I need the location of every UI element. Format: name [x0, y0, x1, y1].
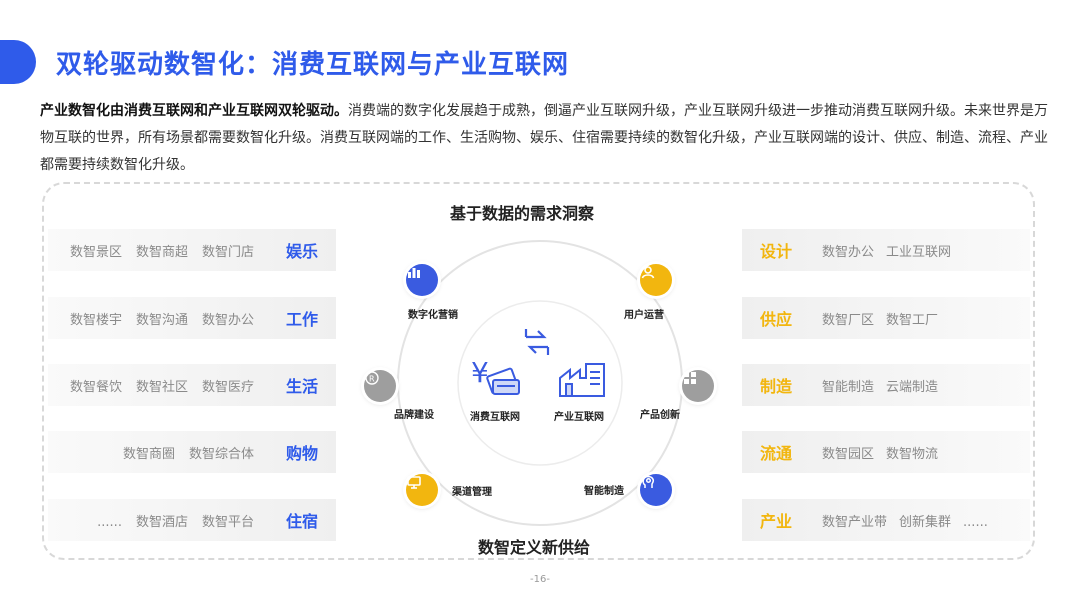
row-item: 数智沟通 — [135, 312, 188, 328]
diagram-frame — [42, 182, 1035, 560]
node-label-channel-management: 渠道管理 — [452, 487, 492, 498]
right-row-industry: 产业 数智产业带创新集群...... — [742, 499, 1030, 541]
row-item: 数智平台 — [201, 514, 254, 530]
exchange-arrows-icon — [524, 329, 550, 355]
right-row-category: 供应 — [760, 310, 793, 329]
row-item: ...... — [97, 514, 122, 530]
intro-paragraph: 产业数智化由消费互联网和产业互联网双轮驱动。消费端的数字化发展趋于成熟，倒逼产业… — [40, 98, 1050, 179]
left-row-lodging: ...... 数智酒店数智平台 住宿 — [48, 499, 336, 541]
left-row-shopping: 数智商圈数智综合体 购物 — [48, 431, 336, 473]
diagram-top-title: 基于数据的需求洞察 — [450, 204, 595, 223]
user-icon — [640, 264, 672, 296]
node-label-digital-marketing: 数字化营销 — [408, 310, 458, 321]
page-title: 双轮驱动数智化：消费互联网与产业互联网 — [56, 50, 570, 80]
row-item: 数智楼宇 — [69, 312, 122, 328]
center-label-industrial-internet: 产业互联网 — [554, 412, 604, 423]
smart-head-icon — [640, 474, 672, 506]
node-label-brand-building: 品牌建设 — [394, 410, 434, 421]
center-label-consumer-internet: 消费互联网 — [470, 412, 520, 423]
row-item: 数智园区 — [822, 446, 875, 462]
row-item: 工业互联网 — [886, 244, 952, 260]
row-item: 数智办公 — [201, 312, 254, 328]
row-item: 创新集群 — [899, 514, 952, 530]
right-row-design: 设计 数智办公工业互联网 — [742, 229, 1030, 271]
factory-icon — [559, 363, 605, 397]
row-item: 数智酒店 — [135, 514, 188, 530]
intro-lead: 产业数智化由消费互联网和产业互联网双轮驱动。 — [40, 103, 348, 119]
diagram-bottom-title: 数智定义新供给 — [478, 538, 591, 557]
node-label-user-operation: 用户运营 — [624, 310, 664, 321]
row-item: 数智医疗 — [201, 379, 254, 395]
title-accent-tab — [0, 40, 36, 84]
grid-apps-icon — [682, 370, 714, 402]
row-item: 数智餐饮 — [69, 379, 122, 395]
right-row-category: 设计 — [760, 242, 793, 261]
row-item: 数智办公 — [822, 244, 875, 260]
row-item: 数智产业带 — [822, 514, 888, 530]
intro-body: 消费端的数字化发展趋于成熟，倒逼产业互联网升级，产业互联网升级进一步推动消费互联… — [40, 103, 1048, 173]
left-row-category: 娱乐 — [285, 242, 318, 261]
row-item: 数智景区 — [69, 244, 122, 260]
left-row-work: 数智楼宇数智沟通数智办公 工作 — [48, 297, 336, 339]
svg-text:¥: ¥ — [471, 356, 489, 389]
monitor-icon — [406, 474, 438, 506]
row-item: ...... — [963, 514, 988, 530]
left-row-category: 住宿 — [285, 512, 318, 531]
registered-brand-icon: R — [364, 370, 396, 402]
row-item: 数智门店 — [201, 244, 254, 260]
row-item: 数智商圈 — [122, 446, 175, 462]
row-item: 数智社区 — [135, 379, 188, 395]
left-row-category: 工作 — [285, 310, 318, 329]
payment-card-icon: ¥ — [471, 356, 520, 395]
row-item: 数智厂区 — [822, 312, 875, 328]
row-item: 智能制造 — [822, 379, 875, 395]
row-item: 云端制造 — [886, 379, 939, 395]
row-item: 数智物流 — [886, 446, 939, 462]
row-item: 数智商超 — [135, 244, 188, 260]
node-label-product-innovation: 产品创新 — [640, 410, 680, 421]
bar-chart-icon — [406, 264, 438, 296]
right-row-circulation: 流通 数智园区数智物流 — [742, 431, 1030, 473]
row-item: 数智综合体 — [188, 446, 254, 462]
row-item: 数智工厂 — [886, 312, 939, 328]
left-row-life: 数智餐饮数智社区数智医疗 生活 — [48, 364, 336, 406]
right-row-manufacturing: 制造 智能制造云端制造 — [742, 364, 1030, 406]
svg-text:R: R — [369, 375, 375, 384]
right-row-category: 产业 — [760, 512, 793, 531]
right-row-category: 流通 — [760, 444, 793, 463]
node-label-smart-manufacturing: 智能制造 — [584, 486, 624, 497]
left-row-category: 生活 — [285, 377, 318, 396]
right-row-category: 制造 — [760, 377, 793, 396]
right-row-supply: 供应 数智厂区数智工厂 — [742, 297, 1030, 339]
dual-wheel-diagram: ¥ 基于数据的需求洞察 数智定义新供给 数字化营销 用户运营 R 品牌建设 产品… — [340, 190, 740, 560]
page-number: -16- — [530, 574, 550, 585]
left-row-category: 购物 — [285, 444, 318, 463]
left-row-entertainment: 数智景区数智商超数智门店 娱乐 — [48, 229, 336, 271]
diagram-rings: ¥ — [397, 240, 683, 526]
